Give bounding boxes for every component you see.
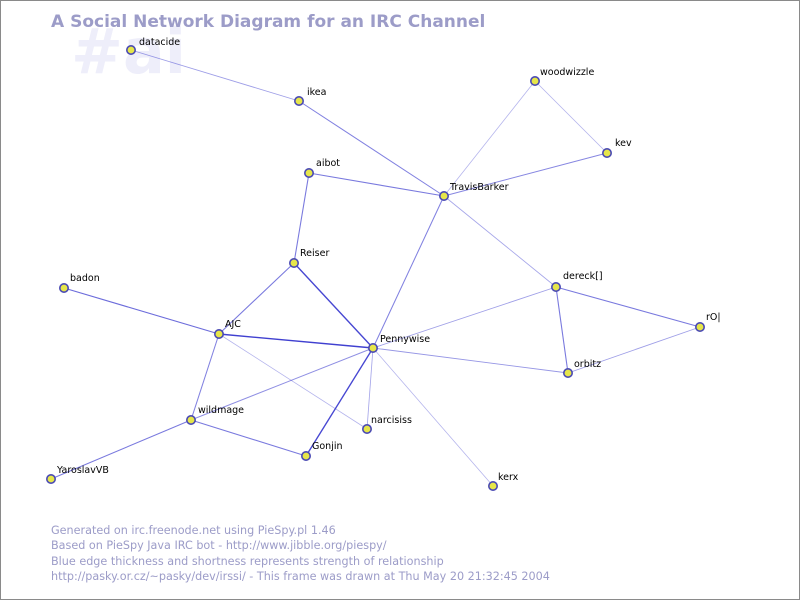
node-label: narcisiss [371, 415, 412, 426]
node-TravisBarker: TravisBarker [438, 182, 509, 202]
edge-datacide-ikea [130, 49, 300, 102]
edge-layer [50, 49, 701, 487]
node-marker [529, 76, 540, 87]
node-badon: badon [58, 273, 100, 293]
edge-Reiser-Pennywise [293, 262, 374, 349]
node-Reiser: Reiser [288, 248, 329, 268]
node-marker [214, 328, 225, 339]
node-label: wildmage [198, 405, 244, 416]
edge-TravisBarker-dereck [443, 195, 557, 288]
node-AJC: AJC [214, 319, 241, 339]
node-marker [126, 44, 137, 55]
node-label: aibot [316, 158, 340, 169]
footer: Generated on irc.freenode.net using PieS… [51, 523, 550, 584]
node-marker [562, 367, 573, 378]
node-marker [550, 281, 561, 292]
edge-wildmage-Gonjin [190, 419, 307, 457]
node-label: kerx [498, 472, 519, 483]
edge-Reiser-AJC [218, 262, 295, 335]
edge-Pennywise-orbitz [372, 347, 569, 374]
node-Gonjin: Gonjin [300, 441, 343, 461]
node-label: AJC [225, 319, 241, 330]
node-aibot: aibot [303, 158, 340, 179]
edge-Pennywise-narcisiss [366, 347, 374, 430]
edge-AJC-narcisiss [218, 333, 368, 430]
page-title: A Social Network Diagram for an IRC Chan… [51, 12, 486, 32]
edge-Pennywise-wildmage [190, 347, 374, 421]
node-label: dereck[] [563, 271, 603, 282]
node-wildmage: wildmage [186, 405, 244, 425]
node-dereck: dereck[] [550, 271, 603, 292]
node-marker [487, 480, 498, 491]
node-marker [694, 321, 705, 332]
node-label: TravisBarker [449, 182, 509, 193]
edge-TravisBarker-Pennywise [372, 195, 445, 349]
edge-r0-orbitz [567, 326, 701, 374]
edge-dereck-Pennywise [372, 286, 557, 349]
node-label: YaroslavVB [56, 465, 109, 476]
node-marker [293, 96, 304, 107]
node-marker [601, 148, 612, 159]
node-kerx: kerx [487, 472, 519, 491]
node-kev: kev [601, 138, 632, 159]
edge-AJC-Pennywise [218, 333, 374, 349]
node-layer: datacide ikea woodwizzle kev aibotTravisBark… [45, 37, 721, 491]
edge-woodwizzle-kev [534, 80, 608, 154]
node-label: ikea [307, 87, 326, 98]
edge-woodwizzle-TravisBarker [443, 80, 536, 197]
node-label: orbitz [574, 359, 601, 370]
node-marker [45, 473, 56, 484]
footer-line: http://pasky.or.cz/~pasky/dev/irssi/ - T… [51, 569, 550, 583]
node-label: Pennywise [380, 334, 430, 345]
node-marker [288, 257, 299, 268]
edge-kev-TravisBarker [443, 152, 608, 197]
edge-ikea-TravisBarker [298, 100, 445, 197]
node-marker [303, 168, 314, 179]
node-label: woodwizzle [540, 67, 594, 78]
footer-line: Based on PieSpy Java IRC bot - http://ww… [51, 539, 387, 553]
node-marker [186, 414, 197, 425]
node-label: rO| [706, 312, 721, 323]
node-r0: rO| [694, 312, 721, 332]
node-label: datacide [139, 37, 180, 48]
node-orbitz: orbitz [562, 359, 601, 378]
node-label: badon [70, 273, 100, 284]
node-narcisiss: narcisiss [361, 415, 412, 434]
node-label: kev [615, 138, 632, 149]
node-marker [300, 450, 311, 461]
footer-line: Generated on irc.freenode.net using PieS… [51, 524, 336, 537]
node-marker [361, 423, 372, 434]
edge-badon-AJC [63, 287, 220, 335]
node-marker [58, 282, 69, 293]
edge-AJC-wildmage [190, 333, 220, 421]
node-ikea: ikea [293, 87, 326, 107]
edge-Pennywise-Gonjin [305, 347, 374, 457]
node-YaroslavVB: YaroslavVB [45, 465, 109, 484]
node-label: Gonjin [312, 441, 343, 452]
edge-aibot-Reiser [293, 172, 310, 264]
edge-wildmage-YaroslavVB [50, 419, 192, 480]
edge-dereck-orbitz [555, 286, 569, 374]
edge-Pennywise-kerx [372, 347, 494, 487]
node-marker [438, 191, 449, 202]
node-woodwizzle: woodwizzle [529, 67, 594, 87]
footer-line: Blue edge thickness and shortness repres… [51, 554, 444, 568]
node-datacide: datacide [126, 37, 180, 55]
node-Pennywise: Pennywise [367, 334, 430, 353]
edge-dereck-r0 [555, 286, 701, 328]
node-marker [367, 342, 378, 353]
node-label: Reiser [300, 248, 329, 259]
edge-aibot-TravisBarker [308, 172, 445, 197]
